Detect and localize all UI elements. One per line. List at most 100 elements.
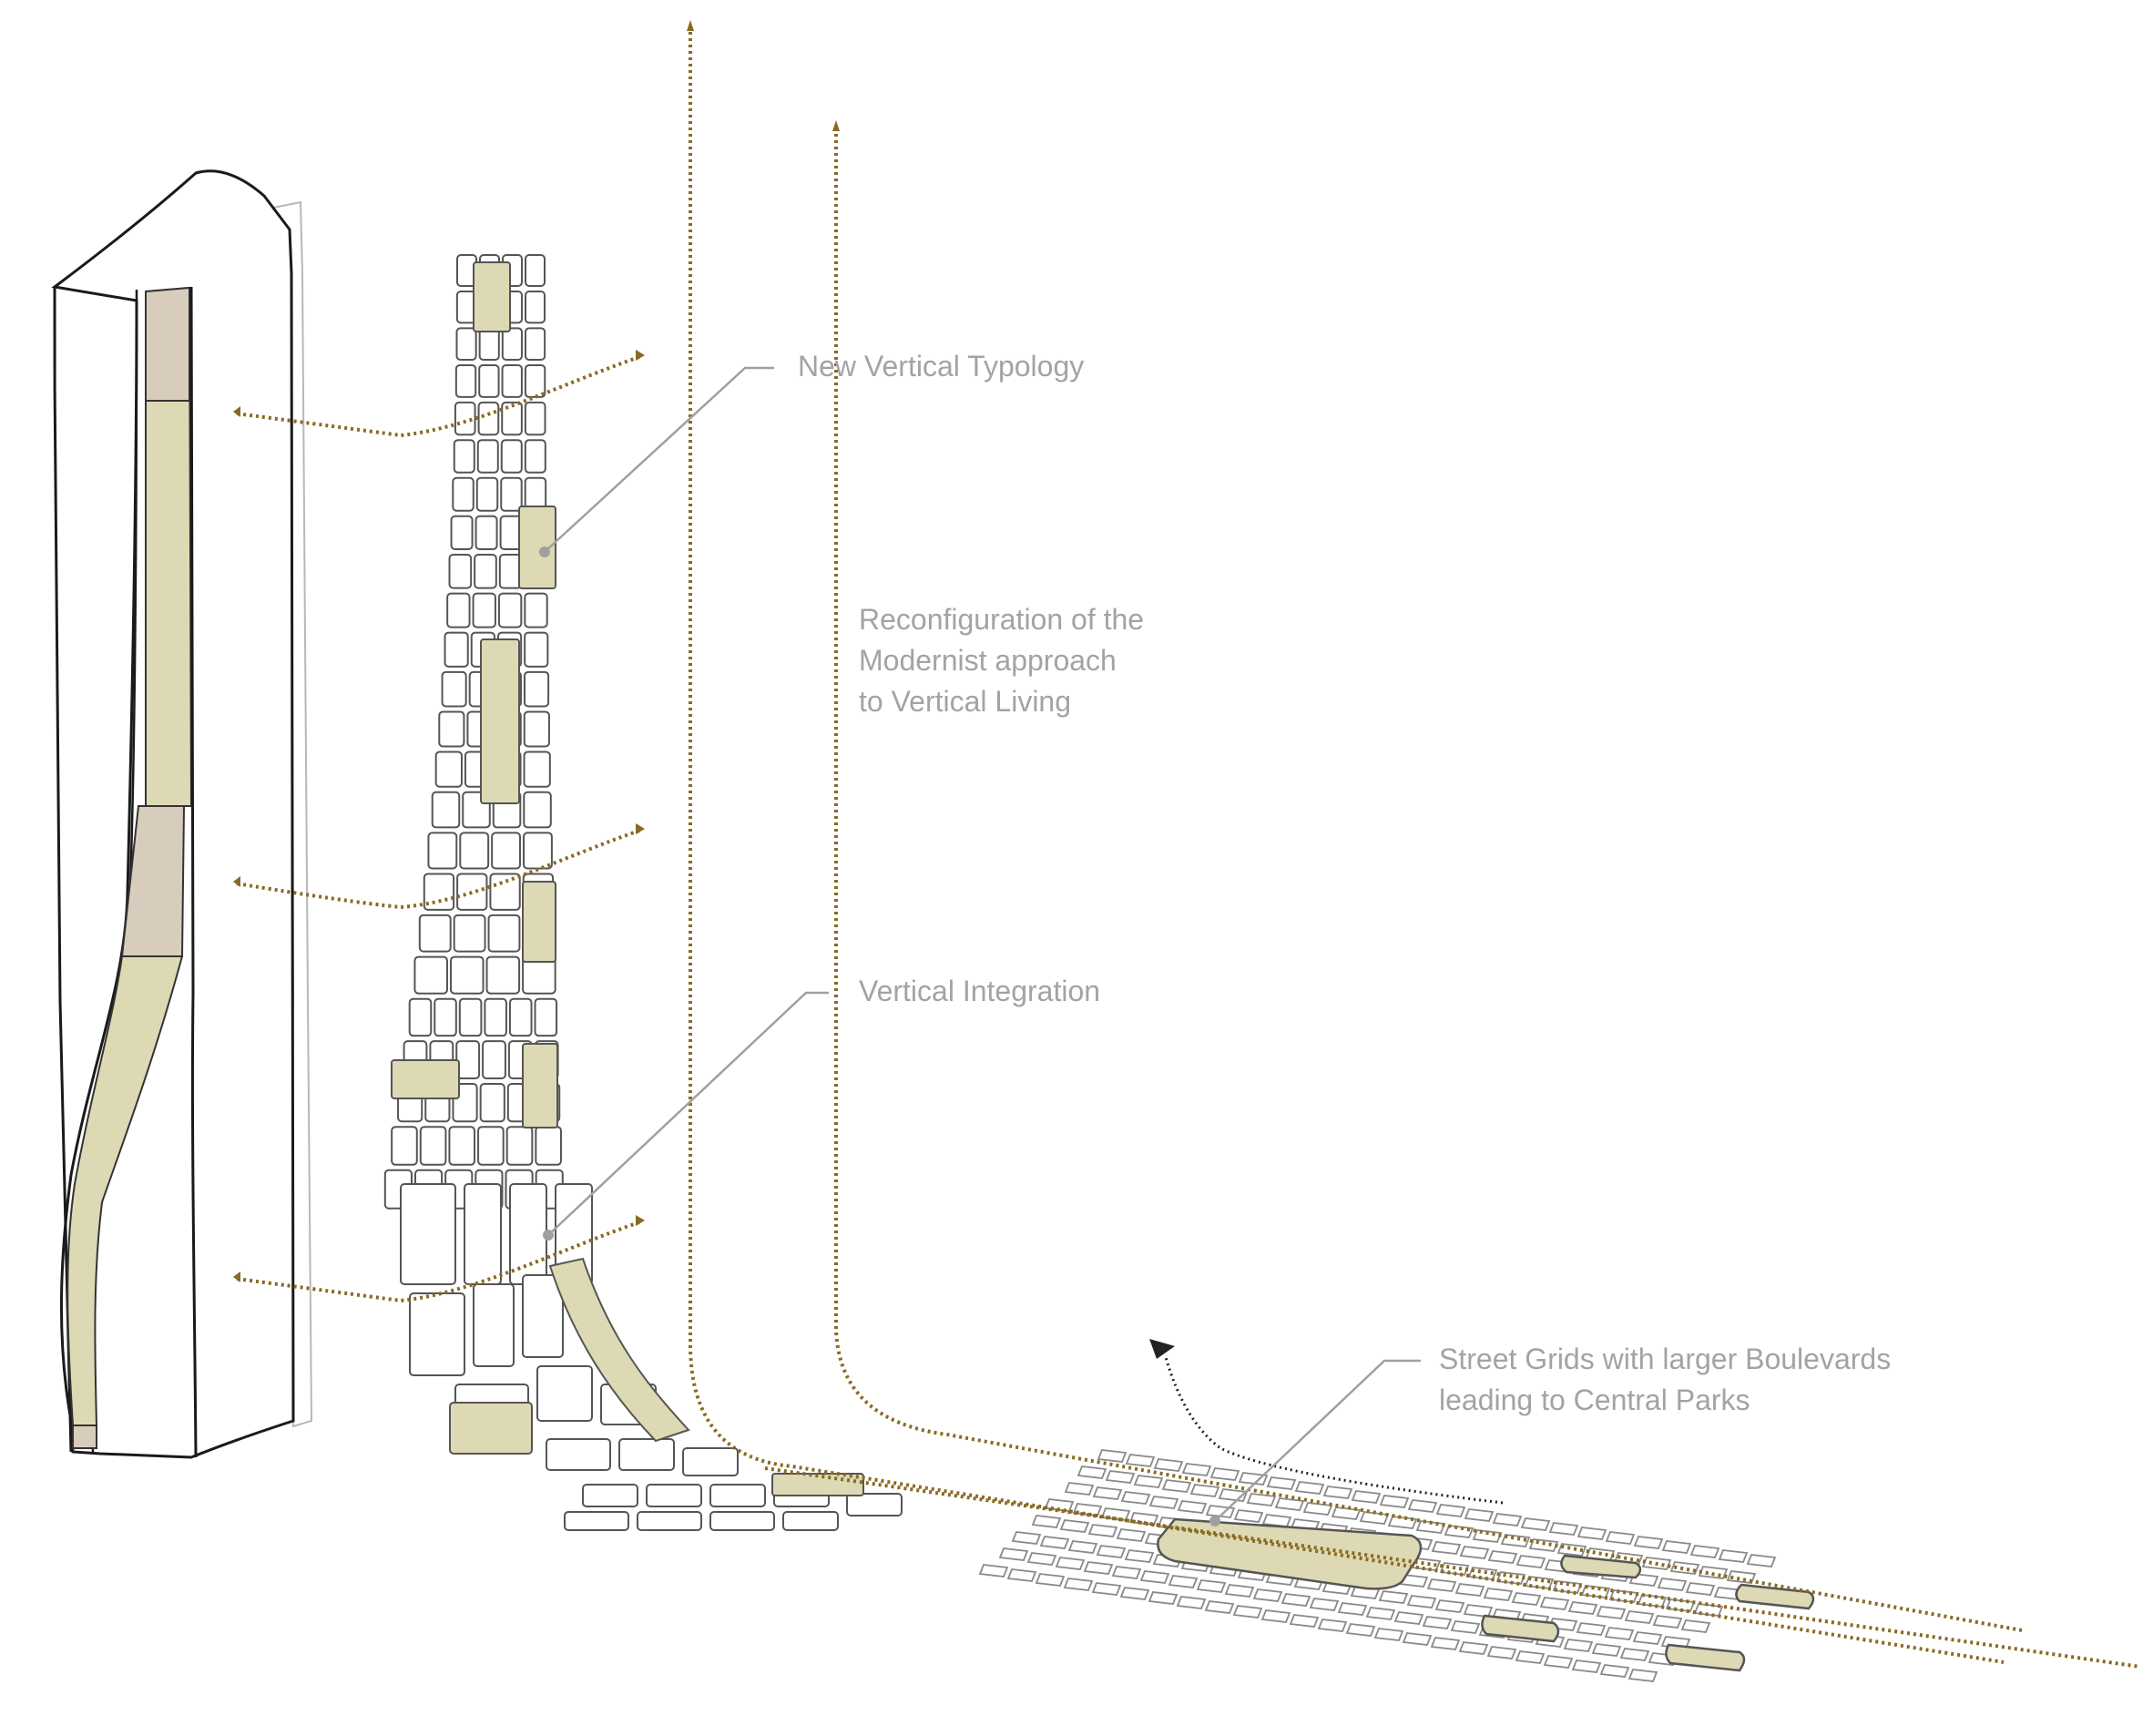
ground-block <box>1181 1463 1212 1476</box>
ground-block <box>1599 1664 1630 1678</box>
ground-block <box>1055 1557 1086 1570</box>
strip-curve-block <box>400 1183 456 1285</box>
arrow-tip-top-1 <box>687 20 694 31</box>
leader-vertical-integration <box>547 991 829 1236</box>
street-grids-line-2: leading to Central Parks <box>1439 1384 1750 1416</box>
arrow-tip-top-2 <box>832 120 840 131</box>
ground-block <box>1571 1659 1602 1673</box>
reconfiguration-line-1: Reconfiguration of the <box>859 603 1145 636</box>
leader-dot-3 <box>1209 1516 1220 1527</box>
ground-block <box>1105 1470 1136 1484</box>
tower <box>51 169 313 1459</box>
strip-block <box>408 997 433 1037</box>
ground-block <box>1087 1524 1118 1537</box>
ground-block <box>1111 1566 1142 1579</box>
ground-block <box>1492 1513 1523 1527</box>
strip-block <box>485 955 521 995</box>
strip-block <box>525 254 546 287</box>
strip-block <box>441 670 467 708</box>
ground-block <box>1652 1615 1683 1629</box>
ground-block <box>1444 1525 1474 1538</box>
ground-block <box>1148 1496 1179 1509</box>
strip-block <box>427 832 458 870</box>
ground-block <box>1486 1646 1517 1659</box>
strip-block <box>487 914 521 953</box>
strip-block <box>444 631 469 668</box>
ground-block <box>1125 1454 1156 1467</box>
ground-block <box>1260 1609 1291 1623</box>
strip-block <box>500 439 523 474</box>
strip-block <box>434 751 463 788</box>
ground-block <box>1632 1631 1663 1645</box>
strip-block <box>446 592 471 628</box>
unrolled-city-strip <box>383 254 903 1531</box>
strip-green-block <box>522 881 556 963</box>
strip-block <box>523 710 550 748</box>
ground-block <box>1289 1614 1320 1628</box>
ground-block <box>1345 1623 1376 1637</box>
ground-block <box>1116 1528 1147 1542</box>
ground-block <box>1274 1497 1305 1511</box>
strip-block <box>478 363 500 398</box>
strip-block <box>501 327 523 361</box>
ground-block <box>1148 1591 1179 1605</box>
ground-block <box>1406 1595 1437 1608</box>
strip-curve-block <box>637 1511 702 1531</box>
arrow-tip-t2 <box>636 823 645 834</box>
ground-block <box>1596 1606 1627 1619</box>
strip-block <box>508 997 533 1037</box>
ground-block <box>1365 1607 1396 1620</box>
strip-curve-block <box>536 1365 593 1422</box>
ground-block <box>1431 1541 1462 1555</box>
ground-block <box>1689 1545 1720 1558</box>
strip-block <box>484 997 507 1037</box>
ground-block <box>1487 1550 1518 1564</box>
ground-block <box>1434 1599 1465 1613</box>
ground-block <box>1426 1578 1457 1592</box>
ground-block <box>1064 1482 1095 1496</box>
strip-block <box>452 476 474 512</box>
strip-green-block <box>449 1402 533 1455</box>
strip-block <box>434 997 457 1037</box>
strip-green-block <box>771 1473 864 1496</box>
ground-block <box>1430 1637 1461 1650</box>
strip-block <box>500 476 523 512</box>
ground-block <box>998 1547 1029 1561</box>
strip-block <box>498 554 523 589</box>
ground-block <box>1746 1554 1777 1568</box>
ground-block <box>1196 1579 1227 1593</box>
ground-block <box>1435 1504 1466 1517</box>
ground-block <box>1624 1610 1655 1624</box>
strip-block <box>523 791 552 829</box>
strip-block <box>438 710 465 748</box>
ground-block <box>1302 1502 1333 1516</box>
strip-block <box>453 914 486 953</box>
strip-curve-block <box>464 1183 502 1285</box>
strip-block <box>478 327 500 361</box>
strip-curve-block <box>682 1447 739 1476</box>
ground-block <box>1351 1490 1382 1504</box>
ground-block <box>1515 1650 1546 1664</box>
ground-block <box>1153 1458 1184 1472</box>
ground-block <box>1669 1561 1700 1575</box>
leader-lines <box>544 366 1421 1522</box>
ground-block <box>1266 1476 1297 1490</box>
ground-block <box>1294 1481 1325 1495</box>
strip-green-block <box>391 1059 460 1099</box>
strip-block <box>449 955 485 995</box>
ground-block <box>1031 1515 1062 1528</box>
strip-block <box>497 592 523 628</box>
strip-curve-block <box>409 1292 465 1376</box>
ground-block <box>1309 1598 1340 1611</box>
ground-block <box>1252 1588 1283 1602</box>
strip-block <box>501 363 523 398</box>
label-new-vertical-typology: New Vertical Typology <box>798 350 1085 383</box>
transfer-curve-3 <box>236 1220 640 1303</box>
ground-block <box>1161 1479 1192 1493</box>
strip-block <box>501 401 523 436</box>
ground-block <box>1067 1540 1098 1554</box>
ground-block <box>1548 1522 1579 1536</box>
ground-block <box>1120 1491 1151 1505</box>
park-small <box>1481 1614 1560 1643</box>
ground-block <box>1576 1622 1607 1636</box>
